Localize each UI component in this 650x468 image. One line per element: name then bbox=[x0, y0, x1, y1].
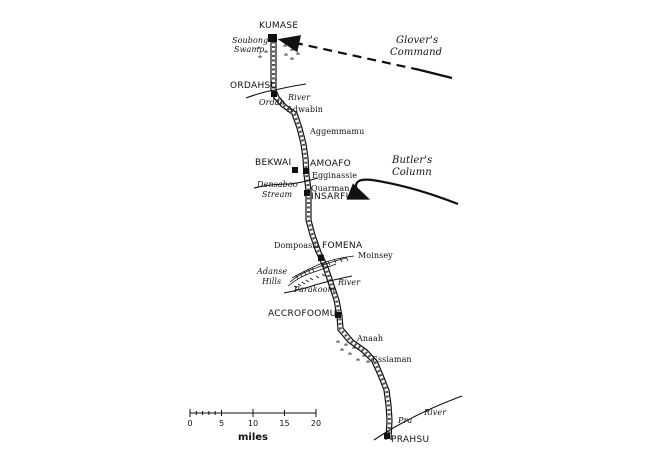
prahsu-marker bbox=[384, 433, 390, 439]
label-adwabin: Adwabin bbox=[287, 105, 324, 114]
label-anaah: Anaah bbox=[357, 334, 384, 343]
label-soubong-1: Soubong bbox=[232, 36, 269, 45]
bekwai-marker bbox=[292, 167, 298, 173]
scale-tick-15: 15 bbox=[279, 419, 290, 428]
insarfu-marker bbox=[304, 190, 310, 196]
label-butler-1: Butler's bbox=[392, 155, 433, 166]
densaboo-stream bbox=[253, 177, 319, 189]
label-glover-1: Glover's bbox=[396, 35, 439, 46]
label-quarman: Quarman bbox=[311, 184, 350, 193]
label-soubong-2: Swamp bbox=[234, 45, 265, 54]
label-densaboo: Densaboo bbox=[257, 180, 298, 189]
kumase-marker bbox=[268, 34, 277, 42]
amoafo-marker bbox=[303, 168, 309, 174]
scale-tick-10: 10 bbox=[247, 419, 259, 428]
ordahsu-marker bbox=[271, 91, 277, 97]
label-bekwai: BEKWAI bbox=[255, 158, 292, 168]
label-kumase: KUMASE bbox=[259, 21, 299, 31]
glover-arrow bbox=[277, 35, 453, 80]
scale-tick-0: 0 bbox=[187, 419, 193, 428]
label-dompoassi: Dompoassi bbox=[274, 241, 320, 250]
label-pra-river: River bbox=[424, 408, 447, 417]
label-prahsu: PRAHSU bbox=[391, 435, 430, 445]
scale-tick-5: 5 bbox=[218, 419, 225, 428]
scale-unit: miles bbox=[238, 432, 269, 443]
label-butler-2: Column bbox=[392, 167, 432, 178]
route-road bbox=[270, 37, 393, 441]
fomena-marker bbox=[318, 255, 324, 261]
accrofoomu-marker bbox=[335, 312, 341, 318]
label-amoafo: AMOAFO bbox=[310, 159, 352, 169]
label-essiaman: Essiaman bbox=[372, 355, 412, 364]
label-adanse: Adanse bbox=[257, 267, 288, 276]
label-egginassie: Egginassie bbox=[312, 171, 358, 180]
ordah-river bbox=[245, 83, 307, 99]
town-markers bbox=[268, 34, 390, 439]
parakoom-river bbox=[283, 275, 353, 294]
label-ordah-river: River bbox=[288, 93, 311, 102]
label-pra: Pra bbox=[398, 416, 413, 425]
label-parakoom: Parakoom bbox=[294, 285, 336, 294]
label-accrofoomu: ACCROFOOMU bbox=[268, 309, 337, 319]
label-fomena: FOMENA bbox=[322, 241, 363, 251]
label-glover-2: Command bbox=[390, 47, 443, 58]
label-hills: Hills bbox=[262, 277, 282, 286]
label-aggemmamu: Aggemmamu bbox=[310, 127, 365, 136]
adanse-hills bbox=[287, 255, 355, 289]
butler-arrow bbox=[346, 178, 459, 206]
rivers bbox=[245, 83, 463, 441]
label-ordahsu: ORDAHSU bbox=[230, 81, 278, 91]
scale-tick-20: 20 bbox=[310, 419, 322, 428]
label-ordah: Ordah bbox=[259, 98, 285, 107]
label-insarfu: INSARFU bbox=[311, 192, 353, 202]
label-stream: Stream bbox=[262, 190, 293, 199]
scale-bar bbox=[189, 409, 317, 417]
label-moinsey: Moinsey bbox=[358, 251, 393, 260]
label-parakoom-river: River bbox=[338, 278, 361, 287]
